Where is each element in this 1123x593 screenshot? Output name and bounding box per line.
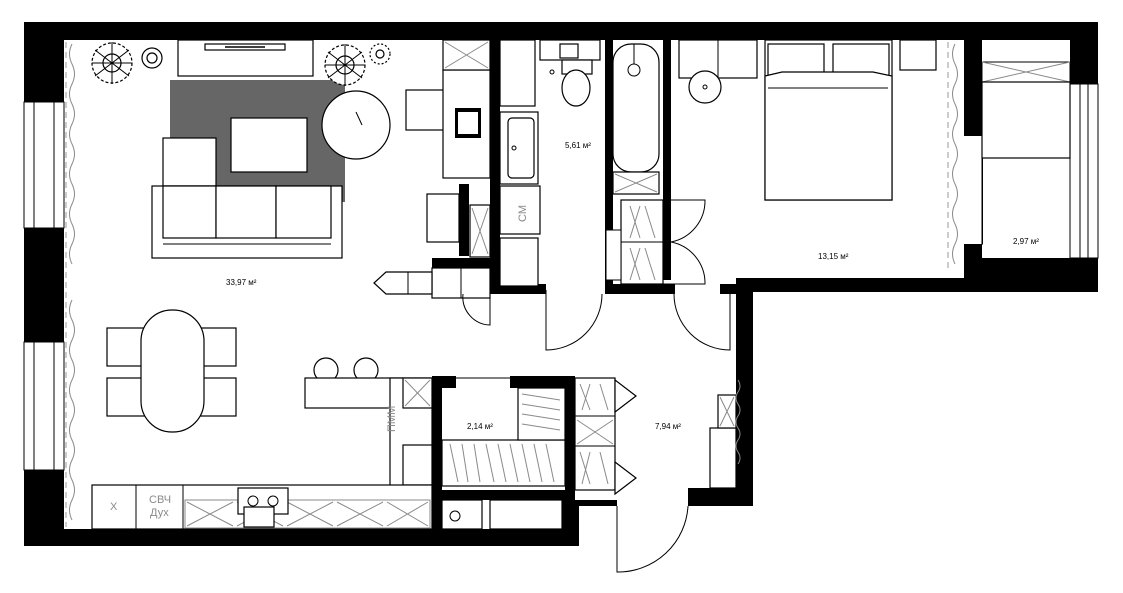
curtains: [65, 42, 958, 527]
stool: [688, 70, 722, 104]
interior-walls: [432, 40, 744, 536]
fridge-label: Х: [110, 501, 118, 513]
coffee-table: [230, 117, 308, 173]
plant-icon: [141, 47, 163, 69]
bath-door: [545, 290, 603, 351]
hall: 7,94 м²: [441, 293, 741, 573]
plant-icon: [91, 42, 133, 84]
room-area-bedroom: 13,15 м²: [818, 252, 849, 261]
armchair: [426, 193, 460, 243]
round-side-table: [321, 90, 391, 160]
sink: [243, 506, 275, 528]
room-area-bath: 5,61 м²: [565, 141, 591, 150]
oven-label: Дух: [150, 507, 169, 519]
bar-counter: [304, 377, 404, 409]
living-room: ПММ Х СВЧ Дух 33,97 м²: [91, 39, 491, 530]
bedroom-door: [673, 290, 731, 351]
room-area-closet: 2,14 м²: [467, 422, 493, 431]
bedroom: 13,15 м²: [605, 39, 937, 351]
nightstand: [899, 39, 937, 71]
outer-walls: [24, 22, 1098, 546]
bathtub: [612, 43, 660, 173]
plant-icon: [324, 44, 366, 86]
desk-chair: [405, 89, 445, 131]
dishwasher-label: ПММ: [386, 406, 398, 432]
microwave-label: СВЧ: [149, 494, 171, 506]
washing-machine: [499, 185, 541, 235]
windows-left: [23, 101, 65, 471]
plant-icon: [369, 43, 391, 65]
toilet: [561, 69, 591, 107]
bathroom: СМ 5,61 м²: [499, 39, 660, 351]
double-bed: [764, 39, 893, 201]
living-door: [462, 293, 491, 326]
hall-bench: [709, 427, 737, 489]
balcony-windows: [981, 61, 1099, 259]
room-area-living: 33,97 м²: [226, 278, 257, 287]
sofa: [151, 137, 343, 259]
washer-label: СМ: [517, 205, 529, 222]
hall-wardrobe: [574, 377, 616, 491]
dining-table: [106, 309, 237, 433]
room-area-hall: 7,94 м²: [655, 422, 681, 431]
room-area-balcony: 2,97 м²: [1013, 237, 1039, 246]
closet: 2,14 м²: [441, 377, 566, 487]
bath-cabinet: [499, 39, 536, 107]
entry-door: [616, 505, 689, 573]
